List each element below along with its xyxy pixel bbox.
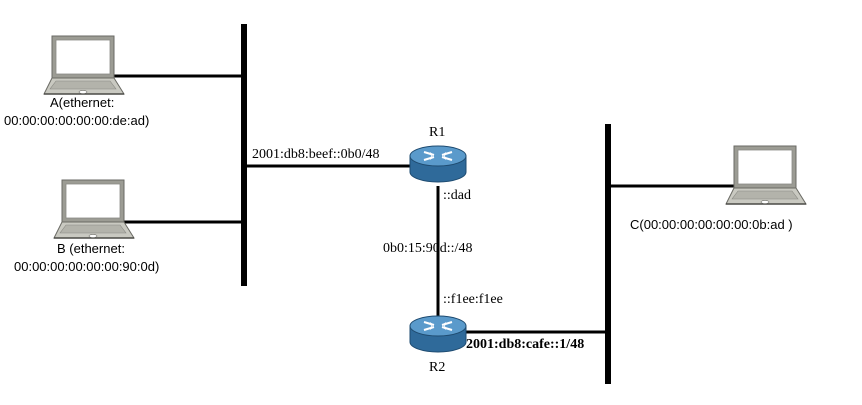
- host-a-label-line1: A(ethernet:: [50, 95, 114, 110]
- host-c-label: C(00:00:00:00:00:00:0b:ad ): [630, 217, 793, 232]
- host-a-laptop-icon: [43, 35, 125, 95]
- host-c-laptop-icon: [725, 145, 807, 205]
- r2-interface-label: ::f1ee:f1ee: [443, 292, 503, 307]
- r1-interface-label: ::dad: [443, 188, 471, 203]
- host-a-label-line2: 00:00:00:00:00:00:de:ad): [4, 113, 149, 128]
- r2-router-icon: [409, 315, 467, 353]
- r2-name-label: R2: [429, 360, 445, 375]
- host-b-laptop-icon: [53, 179, 135, 239]
- r1-router-icon: [409, 145, 467, 183]
- p2p-prefix-label: 0b0:15:90d::/48: [383, 241, 472, 256]
- host-b-label-line2: 00:00:00:00:00:00:90:0d): [14, 259, 159, 274]
- right-lan-prefix-label: 2001:db8:cafe::1/48: [466, 337, 584, 352]
- left-lan-prefix-label: 2001:db8:beef::0b0/48: [252, 147, 380, 162]
- r1-name-label: R1: [429, 125, 445, 140]
- host-b-label-line1: B (ethernet:: [57, 241, 125, 256]
